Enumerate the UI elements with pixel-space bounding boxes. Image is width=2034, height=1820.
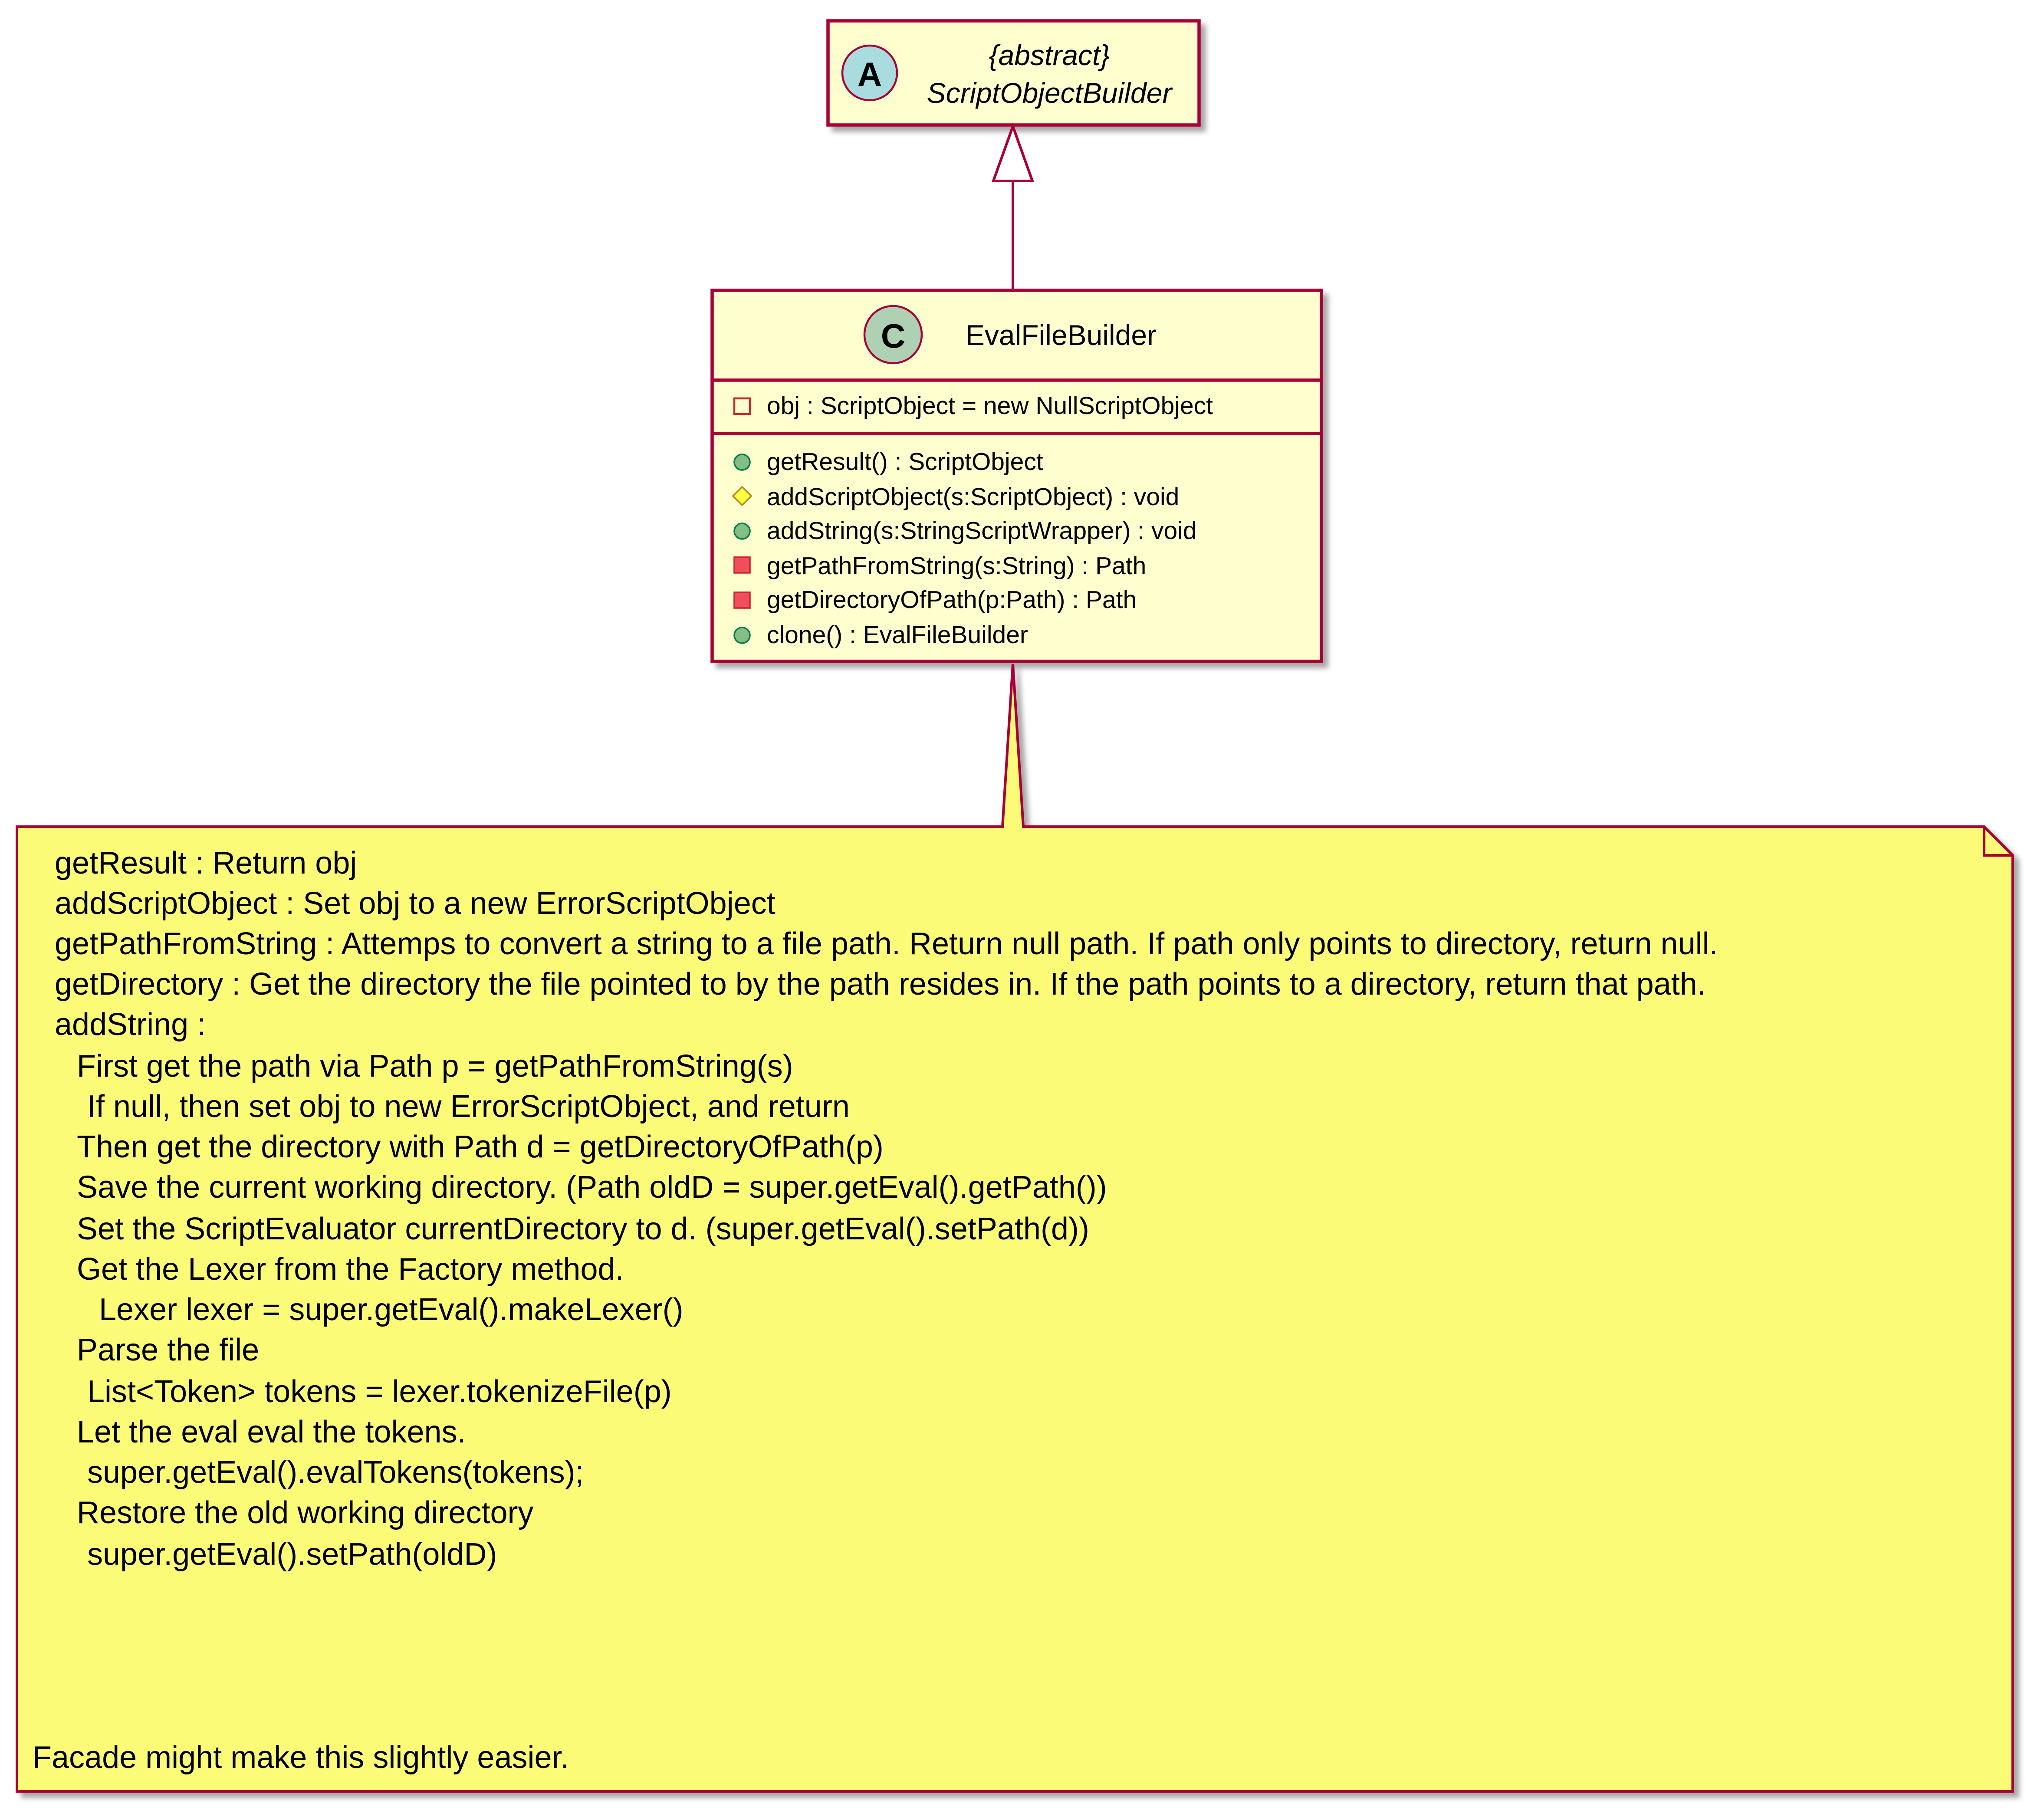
note-line: getDirectory : Get the directory the fil…	[55, 967, 1706, 1002]
note-line: addScriptObject : Set obj to a new Error…	[55, 886, 775, 921]
public-method-icon	[733, 627, 751, 644]
note-line: Facade might make this slightly easier.	[33, 1740, 569, 1775]
note-line: Save the current working directory. (Pat…	[77, 1170, 1107, 1205]
protected-method-icon	[732, 486, 752, 506]
class-badge-letter: C	[881, 317, 905, 355]
method-get-path-from-string: getPathFromString(s:String) : Path	[767, 552, 1146, 580]
field-obj: obj : ScriptObject = new NullScriptObjec…	[767, 392, 1213, 420]
note-folded-corner	[1983, 827, 2013, 857]
abstract-badge-icon	[841, 44, 898, 102]
inheritance-arrowhead	[991, 122, 1035, 182]
method-get-result: getResult() : ScriptObject	[767, 448, 1043, 476]
note-line: Let the eval eval the tokens.	[77, 1415, 466, 1449]
method-clone: clone() : EvalFileBuilder	[767, 621, 1028, 649]
note-line: List<Token> tokens = lexer.tokenizeFile(…	[87, 1374, 672, 1409]
note-line: getPathFromString : Attemps to convert a…	[55, 926, 1718, 961]
abstract-stereotype: {abstract}	[989, 39, 1110, 71]
note-line: Lexer lexer = super.getEval().makeLexer(…	[99, 1292, 683, 1327]
note-line: Parse the file	[77, 1333, 259, 1367]
public-method-icon	[733, 522, 751, 540]
public-method-icon	[733, 453, 751, 471]
note-line: Set the ScriptEvaluator currentDirectory…	[77, 1212, 1089, 1246]
private-method-icon	[733, 591, 751, 609]
note[interactable]: getResult : Return obj addScriptObject :…	[16, 664, 2014, 1793]
class-eval-file-builder[interactable]: C EvalFileBuilder obj : ScriptObject = n…	[710, 289, 1323, 663]
note-line: Then get the directory with Path d = get…	[77, 1130, 884, 1164]
note-line: super.getEval().setPath(oldD)	[87, 1537, 497, 1572]
method-add-string: addString(s:StringScriptWrapper) : void	[767, 517, 1197, 545]
method-add-script-object: addScriptObject(s:ScriptObject) : void	[767, 483, 1179, 511]
class-box	[710, 289, 1323, 663]
note-line: addString :	[55, 1007, 206, 1042]
abstract-badge-letter: A	[858, 55, 882, 93]
abstract-class-script-object-builder[interactable]: A {abstract} ScriptObjectBuilder	[826, 19, 1201, 127]
note-line: First get the path via Path p = getPathF…	[77, 1049, 793, 1084]
class-name: EvalFileBuilder	[966, 319, 1157, 351]
class-badge-icon	[863, 305, 923, 365]
private-method-icon	[733, 556, 751, 574]
note-line: getResult : Return obj	[55, 846, 357, 880]
method-get-directory-of-path: getDirectoryOfPath(p:Path) : Path	[767, 586, 1137, 614]
abstract-class-name: ScriptObjectBuilder	[927, 77, 1173, 109]
note-line: Restore the old working directory	[77, 1495, 533, 1530]
note-line: super.getEval().evalTokens(tokens);	[87, 1455, 584, 1490]
note-line: Get the Lexer from the Factory method.	[77, 1252, 624, 1287]
private-field-icon	[733, 397, 751, 415]
note-line: If null, then set obj to new ErrorScript…	[87, 1089, 850, 1124]
inheritance-arrow	[991, 122, 1035, 289]
